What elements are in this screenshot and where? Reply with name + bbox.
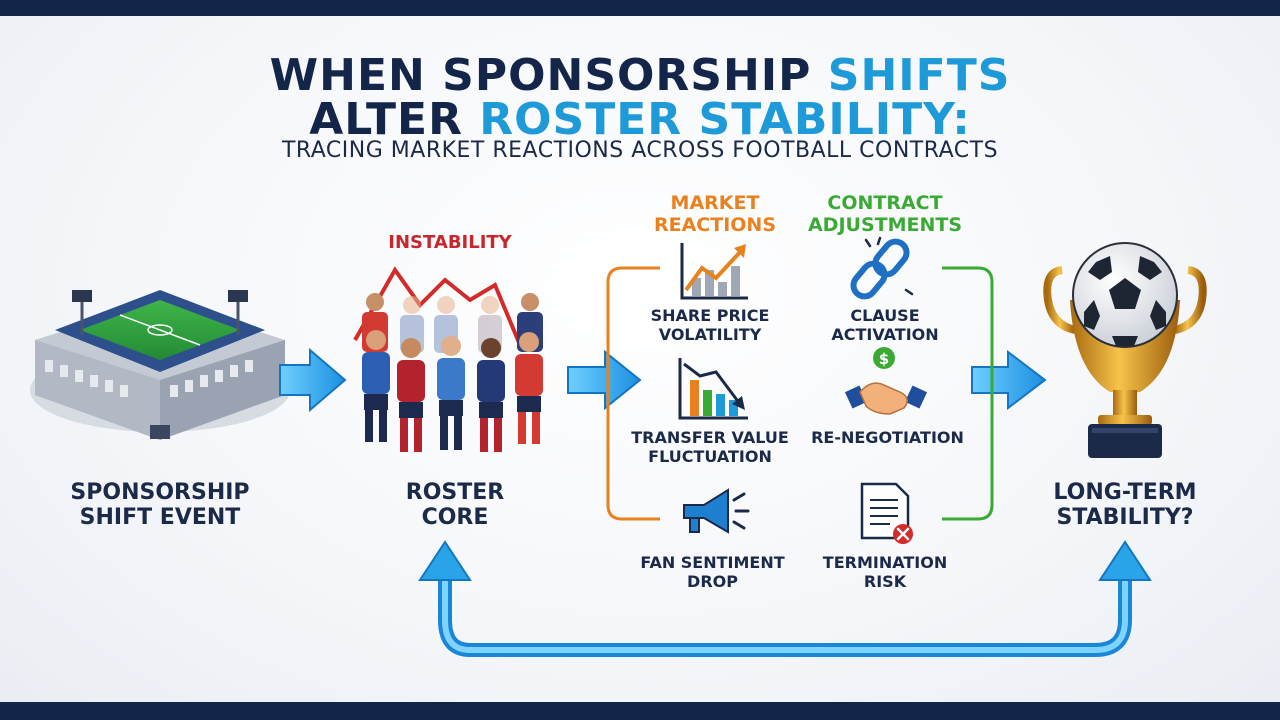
market-item-3-line-2: DROP [687,572,738,591]
roster-node-line-2: CORE [421,505,489,530]
market-item-1-line-2: VOLATILITY [658,325,762,344]
contract-item-1-line-2: ACTIVATION [831,325,939,344]
arrow-roster-to-reactions [567,349,642,411]
roster-players-icon [353,266,543,452]
contract-item-2-line-1: RE-NEGOTIATION [811,428,964,447]
start-node-line-2: SHIFT EVENT [79,505,241,530]
contract-adjustments-header-line-1: CONTRACT [827,192,943,214]
broken-chain-icon [850,236,914,300]
arrow-adjustments-to-stability [971,349,1047,411]
market-item-2-line-2: FLUCTUATION [648,447,772,466]
market-item-1-line-1: SHARE PRICE [650,306,770,325]
market-reactions-header-line-1: MARKET [670,192,760,214]
fan-sentiment-drop-label: FAN SENTIMENT DROP [630,553,795,591]
end-node-line-1: LONG-TERM [1053,480,1197,505]
roster-node-label: ROSTER CORE [355,480,555,530]
title-line-2-text: ALTER [309,94,480,145]
start-node-label: SPONSORSHIP SHIFT EVENT [40,480,280,530]
contract-item-1-line-1: CLAUSE [850,306,920,325]
share-price-volatility-label: SHARE PRICE VOLATILITY [630,306,790,344]
end-node-label: LONG-TERM STABILITY? [1010,480,1240,530]
document-x-icon [860,482,913,544]
rising-chart-icon [680,243,748,300]
termination-risk-label: TERMINATION RISK [810,553,960,591]
feedback-loop-arrow [418,540,1152,657]
start-node-line-1: SPONSORSHIP [70,480,250,505]
contract-item-3-line-2: RISK [863,572,907,591]
re-negotiation-label: RE-NEGOTIATION [805,428,970,447]
contract-adjustments-bracket [942,266,994,521]
instability-badge: INSTABILITY [388,232,512,253]
market-item-3-line-1: FAN SENTIMENT [640,553,785,572]
title-line-2: ALTER ROSTER STABILITY: [0,96,1280,144]
handshake-icon: $ [844,347,928,415]
trophy-icon [1043,242,1207,458]
end-node-line-2: STABILITY? [1056,505,1194,530]
subtitle: TRACING MARKET REACTIONS ACROSS FOOTBALL… [281,138,999,163]
title-line-2-highlight: ROSTER STABILITY: [479,94,971,145]
clause-activation-label: CLAUSE ACTIVATION [810,306,960,344]
contract-adjustments-header: CONTRACT ADJUSTMENTS [795,192,975,236]
megaphone-icon [683,488,750,534]
market-reactions-header-line-2: REACTIONS [653,214,777,236]
title-line-1-text: WHEN SPONSORSHIP [269,50,828,101]
market-reactions-bracket [606,266,660,521]
market-item-2-line-1: TRANSFER VALUE [631,428,789,447]
title-line-1: WHEN SPONSORSHIP SHIFTS [0,52,1280,100]
title-line-1-highlight: SHIFTS [827,50,1011,101]
contract-adjustments-header-line-2: ADJUSTMENTS [807,214,963,236]
contract-item-3-line-1: TERMINATION [822,553,948,572]
svg-text:$: $ [879,350,889,368]
roster-node-line-1: ROSTER [405,480,505,505]
market-reactions-header: MARKET REACTIONS [640,192,790,236]
arrow-start-to-roster [279,347,347,413]
stadium-icon [30,290,290,440]
bottom-border-bar [0,702,1280,720]
top-border-bar [0,0,1280,16]
transfer-value-fluctuation-label: TRANSFER VALUE FLUCTUATION [625,428,795,466]
falling-chart-icon [678,358,748,420]
